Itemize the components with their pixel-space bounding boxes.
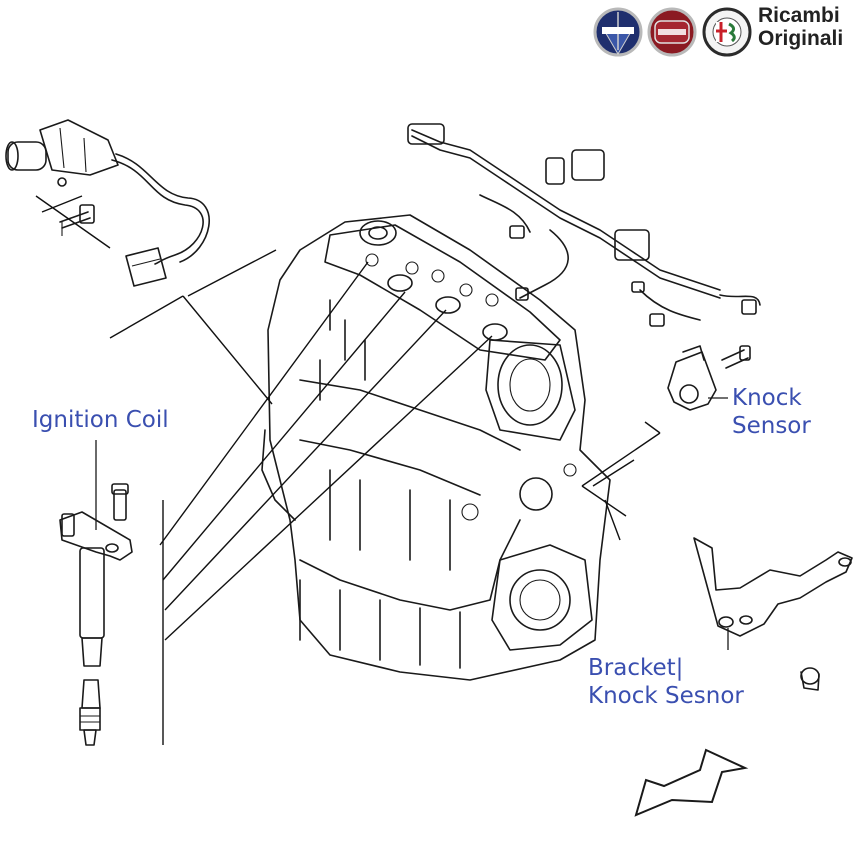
knock-sensor-label: Knock Sensor (732, 384, 811, 440)
bracket-line2: Knock Sesnor (588, 683, 744, 709)
knock-sensor-line2: Sensor (732, 413, 811, 439)
alfa-romeo-logo (702, 7, 752, 57)
knock-sensor-part (667, 345, 751, 411)
brand-text: Ricambi Originali (758, 4, 843, 50)
fiat-logo (647, 7, 697, 57)
bracket-part (693, 537, 853, 691)
crankshaft-sensor (5, 119, 210, 287)
wiring-harness (407, 123, 761, 327)
brand-text-line2: Originali (758, 27, 844, 50)
knock-sensor-line1: Knock (732, 385, 802, 411)
ignition-coil-text: Ignition Coil (32, 407, 169, 433)
lancia-logo (593, 7, 643, 57)
direction-arrow-icon (634, 748, 749, 817)
label-leaders (95, 397, 729, 650)
bracket-line1: Bracket| (588, 655, 684, 681)
ignition-coil-part (59, 483, 133, 746)
bracket-label: Bracket| Knock Sesnor (588, 654, 744, 710)
callout-lines (35, 195, 661, 745)
brand-text-line1: Ricambi (758, 4, 840, 27)
engine-block (261, 214, 611, 681)
ignition-coil-label: Ignition Coil (32, 406, 169, 434)
